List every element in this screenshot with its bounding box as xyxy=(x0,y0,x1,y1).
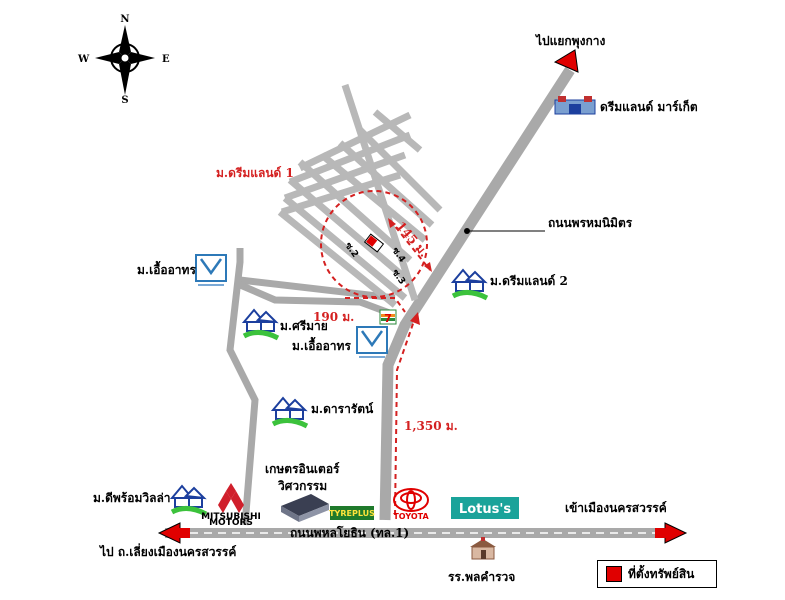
connector-road-2 xyxy=(236,280,397,319)
tyreplus-text: TYREPLUS xyxy=(329,509,375,518)
property-marker-icon xyxy=(363,233,385,253)
house-icon xyxy=(241,308,280,341)
left-road-line xyxy=(226,248,259,526)
route-markers xyxy=(320,190,432,516)
toyota-text: TOYOTA xyxy=(393,512,429,521)
seven-eleven-icon: 7 xyxy=(379,309,397,325)
house-icon xyxy=(169,484,208,517)
condo-icon xyxy=(356,326,388,358)
mitsubishi-text-1: MITSUBISHI xyxy=(201,512,261,522)
compass-south: S xyxy=(121,95,128,106)
compass-rose-icon: N S E W xyxy=(77,14,170,106)
legend-label: ที่ตั้งทรัพย์สิน xyxy=(628,566,695,581)
lotus-text: Lotus's xyxy=(459,502,511,517)
label-school: รร.พลคำรวจ xyxy=(448,570,515,584)
label-sriamai: ม.ศรีมาย xyxy=(280,319,328,333)
label-deepromvilla: ม.ดีพร้อมวิลล่า xyxy=(93,491,171,505)
label-kaset-2: วิศวกรรม xyxy=(278,479,327,493)
route-dash-145 xyxy=(389,219,431,271)
toyota-logo: TOYOTA xyxy=(393,488,429,521)
arrow-to-east xyxy=(655,522,688,544)
road-network xyxy=(165,67,665,538)
label-to-city: เข้าเมืองนครสวรรค์ xyxy=(565,501,667,515)
label-main-road: ถนนพหลโยธิน (ทล.1) xyxy=(290,525,409,540)
seven-eleven-logo: 7 xyxy=(384,312,392,325)
compass-north: N xyxy=(120,14,129,25)
tyreplus-logo: TYREPLUS xyxy=(329,506,375,520)
house-icon xyxy=(270,396,309,429)
warehouse-icon xyxy=(281,494,329,522)
route-dash-190 xyxy=(345,297,406,313)
school-icon xyxy=(470,537,496,560)
mitsubishi-logo: MITSUBISHI MOTORS xyxy=(201,483,261,528)
label-euaarthorn-2: ม.เอื้ออาทร xyxy=(292,336,351,353)
label-phrom-road: ถนนพรหมนิมิตร xyxy=(548,216,633,230)
arrow-to-west xyxy=(157,522,190,544)
label-dreamland2: ม.ดรีมแลนด์ 2 xyxy=(490,274,568,288)
compass-east: E xyxy=(162,54,170,65)
house-icon xyxy=(450,268,489,301)
dreamland1-soi-grid xyxy=(277,83,443,308)
lotus-logo: Lotus's xyxy=(451,497,519,519)
label-kaset-1: เกษตรอินเตอร์ xyxy=(265,462,340,476)
label-euaarthorn-1: ม.เอื้ออาทร xyxy=(137,260,196,277)
label-dreamland1: ม.ดรีมแลนด์ 1 xyxy=(216,166,294,180)
label-dararat: ม.ดารารัตน์ xyxy=(311,402,374,416)
property-marker-swatch-icon xyxy=(606,566,622,582)
label-to-bypass: ไป ถ.เลี่ยงเมืองนครสวรรค์ xyxy=(98,543,236,559)
label-dreamland-market: ดรีมแลนด์ มาร์เก็ต xyxy=(600,99,698,114)
phrom-road-line xyxy=(379,67,575,521)
legend: ที่ตั้งทรัพย์สิน xyxy=(597,560,717,588)
label-distance-1350: 1,350 ม. xyxy=(404,419,458,433)
label-to-phunghaeng: ไปแยกพุงกาง xyxy=(534,33,605,49)
route-dash-1350 xyxy=(394,317,416,516)
connector-road-1 xyxy=(239,276,396,302)
compass-west: W xyxy=(77,54,90,65)
arrow-to-north xyxy=(553,49,579,73)
condo-icon xyxy=(195,254,227,286)
label-distance-190: 190 ม. xyxy=(313,310,354,324)
market-icon xyxy=(554,96,596,115)
mitsubishi-text-2: MOTORS xyxy=(209,518,253,528)
